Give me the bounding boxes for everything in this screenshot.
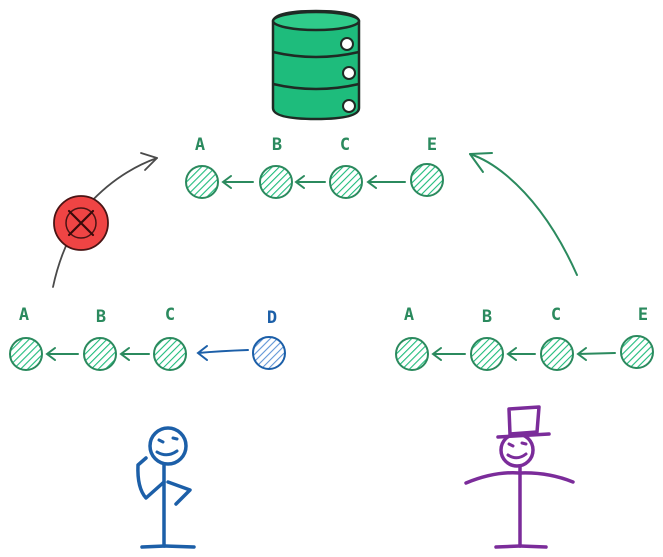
remote-commit-c	[329, 165, 363, 199]
right-arrow-e-c	[576, 347, 616, 361]
right-commit-e	[620, 335, 654, 369]
remote-label-e: E	[427, 135, 437, 155]
remote-arrow-e-c	[366, 175, 406, 189]
left-arrow-c-b	[119, 347, 150, 361]
right-arrow-c-b	[506, 347, 536, 361]
right-commit-a	[395, 337, 429, 371]
left-label-c: C	[165, 305, 175, 325]
remote-commit-e	[410, 163, 444, 197]
left-label-d: D	[267, 308, 277, 328]
stick-figure-blue-icon	[136, 426, 196, 549]
stick-figure-purple-top-hat-icon	[464, 405, 575, 549]
rejected-push	[52, 152, 158, 288]
remote-label-a: A	[195, 135, 205, 155]
right-local-chain: A B C E	[395, 305, 654, 371]
right-commit-c	[540, 337, 574, 371]
right-commit-b	[470, 337, 504, 371]
remote-arrow-b-a	[221, 175, 254, 189]
remote-commit-a	[185, 165, 219, 199]
left-commit-a	[9, 337, 43, 371]
right-label-e: E	[638, 305, 648, 325]
left-commit-d	[252, 336, 286, 370]
rejected-push-arrowhead	[140, 152, 158, 171]
successful-push-arrowhead	[469, 152, 493, 173]
right-label-b: B	[482, 307, 492, 327]
rejected-x-icon	[53, 195, 109, 251]
left-arrow-b-a	[45, 347, 79, 361]
remote-label-c: C	[340, 135, 350, 155]
right-arrow-b-a	[431, 347, 466, 361]
left-local-chain: A B C D	[9, 305, 286, 371]
left-commit-c	[153, 337, 187, 371]
successful-push-arrow	[469, 153, 578, 276]
successful-push	[469, 152, 578, 276]
left-label-a: A	[19, 305, 29, 325]
remote-label-b: B	[272, 135, 282, 155]
left-label-b: B	[96, 307, 106, 327]
left-commit-b	[83, 337, 117, 371]
database-icon	[271, 9, 361, 121]
remote-arrow-c-b	[294, 175, 326, 189]
remote-chain: A B C E	[185, 135, 444, 199]
remote-commit-b	[259, 165, 293, 199]
left-arrow-d-c	[196, 345, 249, 361]
right-label-c: C	[551, 305, 561, 325]
right-label-a: A	[404, 305, 414, 325]
